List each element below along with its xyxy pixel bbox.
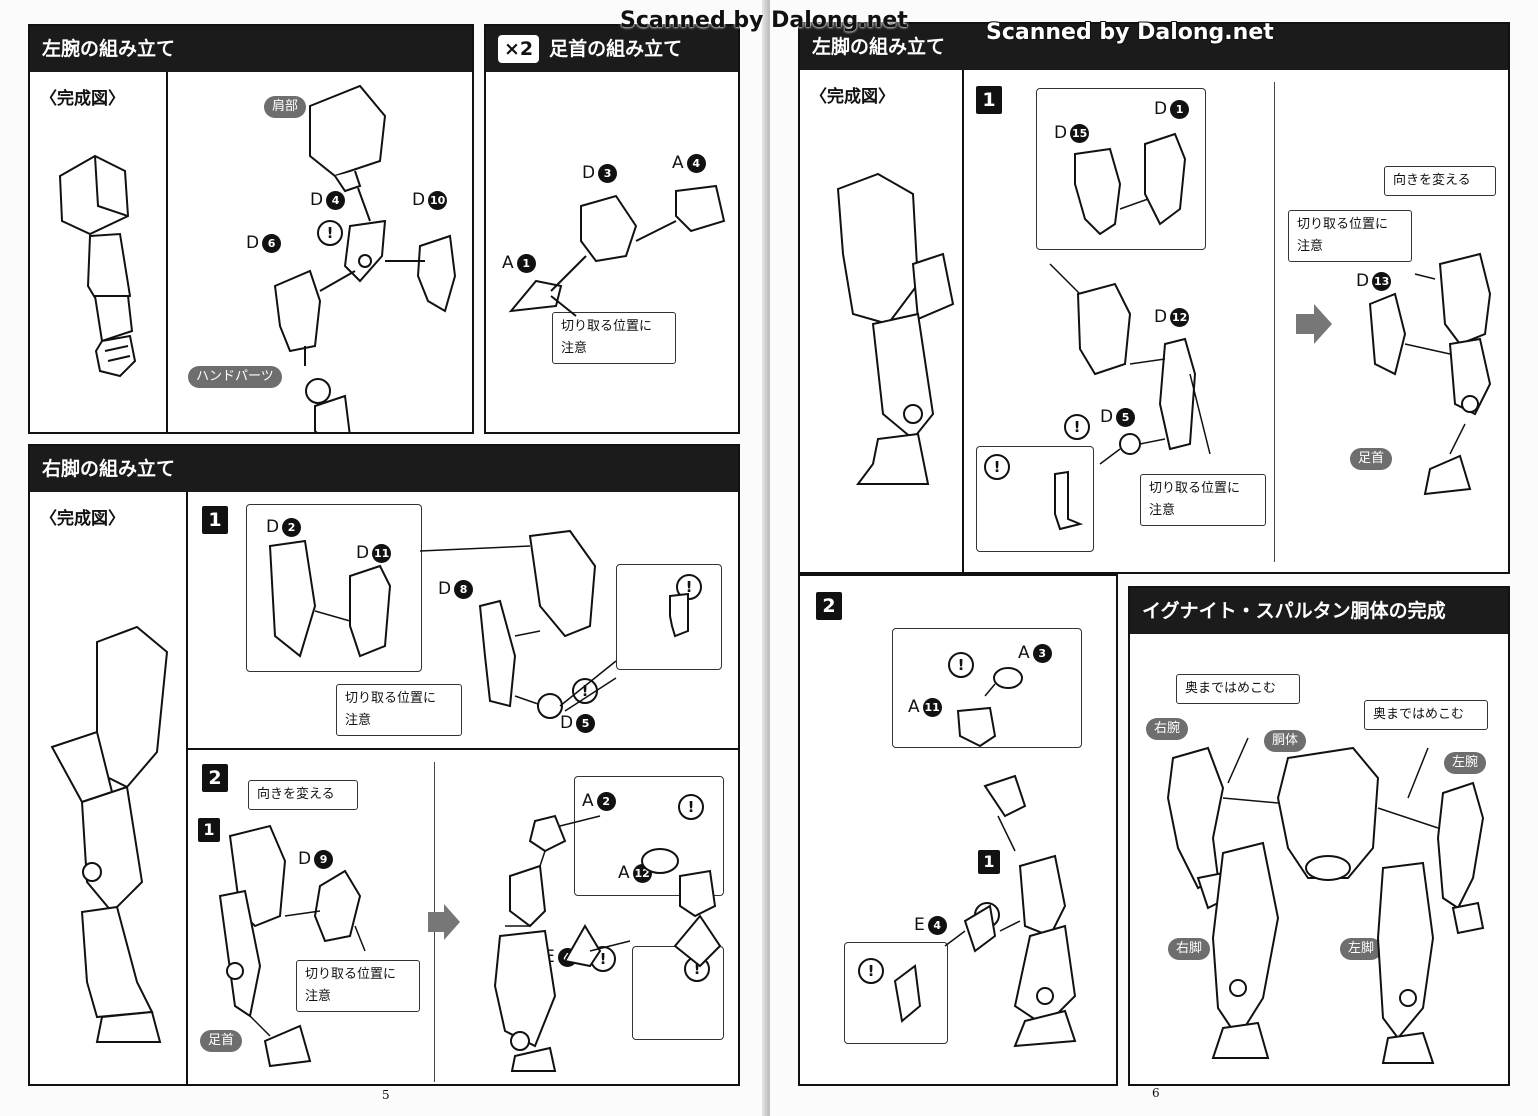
completed-label: 〈完成図〉 bbox=[810, 87, 895, 107]
left-arm-title: 左腕の組み立て bbox=[30, 26, 472, 72]
turn-direction-note: 向きを変える bbox=[1384, 166, 1496, 196]
step-arrow-icon bbox=[1296, 304, 1332, 344]
page-number: 6 bbox=[1152, 1086, 1160, 1100]
cut-position-note: 切り取る位置に 注意 bbox=[1140, 474, 1266, 526]
page-number: 5 bbox=[382, 1088, 390, 1102]
left-leg-tag: 左脚 bbox=[1340, 938, 1383, 960]
caution-icon: ! bbox=[678, 794, 704, 820]
step-number: 2 bbox=[202, 764, 228, 792]
ankle-tag: 足首 bbox=[1350, 448, 1393, 470]
ankle-tag: 足首 bbox=[200, 1030, 243, 1052]
step-number: 1 bbox=[976, 86, 1002, 114]
detail-box bbox=[616, 564, 722, 670]
multiplier-badge: ×2 bbox=[498, 35, 540, 63]
completed-right-leg-figure bbox=[42, 622, 182, 1062]
turn-direction-note: 向きを変える bbox=[248, 780, 358, 810]
step-arrow-icon bbox=[428, 904, 460, 940]
right-leg-step1-figure bbox=[250, 506, 730, 746]
completed-left-leg-figure bbox=[818, 164, 958, 494]
shoulder-tag: 肩部 bbox=[264, 96, 307, 118]
right-leg-title: 右脚の組み立て bbox=[30, 446, 738, 492]
torso-complete-panel: イグナイト・スパルタン胴体の完成 奥まではめこむ 奥まではめこむ 右腕 胴体 左… bbox=[1128, 586, 1510, 1086]
cut-position-note: 切り取る位置に 注意 bbox=[296, 960, 420, 1012]
torso-complete-title: イグナイト・スパルタン胴体の完成 bbox=[1130, 588, 1508, 634]
completed-left-arm-figure bbox=[50, 146, 150, 386]
sub-step-number: 1 bbox=[978, 850, 1000, 874]
completed-label: 〈完成図〉 bbox=[40, 89, 125, 109]
left-leg-step2-figure bbox=[840, 636, 1110, 1066]
torso-tag: 胴体 bbox=[1264, 730, 1307, 752]
right-leg-step2-figure bbox=[200, 816, 730, 1076]
caution-icon: ! bbox=[317, 220, 343, 246]
watermark: Scanned by Dalong.net bbox=[986, 20, 1274, 45]
cut-position-note: 切り取る位置に 注意 bbox=[1288, 210, 1412, 262]
caution-icon: ! bbox=[858, 958, 884, 984]
push-in-note: 奥まではめこむ bbox=[1176, 674, 1300, 704]
cut-position-note: 切り取る位置に 注意 bbox=[336, 684, 462, 736]
ankle-title: 足首の組み立て bbox=[549, 38, 683, 60]
watermark: Scanned by Dalong.net bbox=[620, 8, 908, 33]
sub-step-number: 1 bbox=[198, 818, 220, 842]
ankle-parts-figure bbox=[496, 166, 736, 326]
right-leg-tag: 右脚 bbox=[1168, 938, 1211, 960]
caution-icon: ! bbox=[948, 652, 974, 678]
left-leg-step2-panel: 2 ! A3 A11 1 E4 ! ! bbox=[798, 574, 1118, 1086]
left-leg-title: 左脚の組み立て bbox=[800, 24, 1508, 70]
cut-position-note: 切り取る位置に 注意 bbox=[552, 312, 676, 364]
step-number: 1 bbox=[202, 506, 228, 534]
push-in-note: 奥まではめこむ bbox=[1364, 700, 1488, 730]
caution-icon: ! bbox=[1064, 414, 1090, 440]
detail-box bbox=[844, 942, 948, 1044]
completed-label: 〈完成図〉 bbox=[40, 509, 125, 529]
left-leg-step1-result-figure bbox=[1340, 234, 1510, 514]
right-arm-tag: 右腕 bbox=[1146, 718, 1189, 740]
left-arm-parts-figure bbox=[170, 76, 470, 432]
left-leg-step1-figure bbox=[970, 114, 1270, 544]
caution-icon: ! bbox=[984, 454, 1010, 480]
caution-icon: ! bbox=[572, 678, 598, 704]
hand-parts-tag: ハンドパーツ bbox=[188, 366, 282, 388]
step-number: 2 bbox=[816, 592, 842, 620]
torso-assembly-figure bbox=[1138, 738, 1508, 1078]
left-arm-tag: 左腕 bbox=[1444, 752, 1487, 774]
